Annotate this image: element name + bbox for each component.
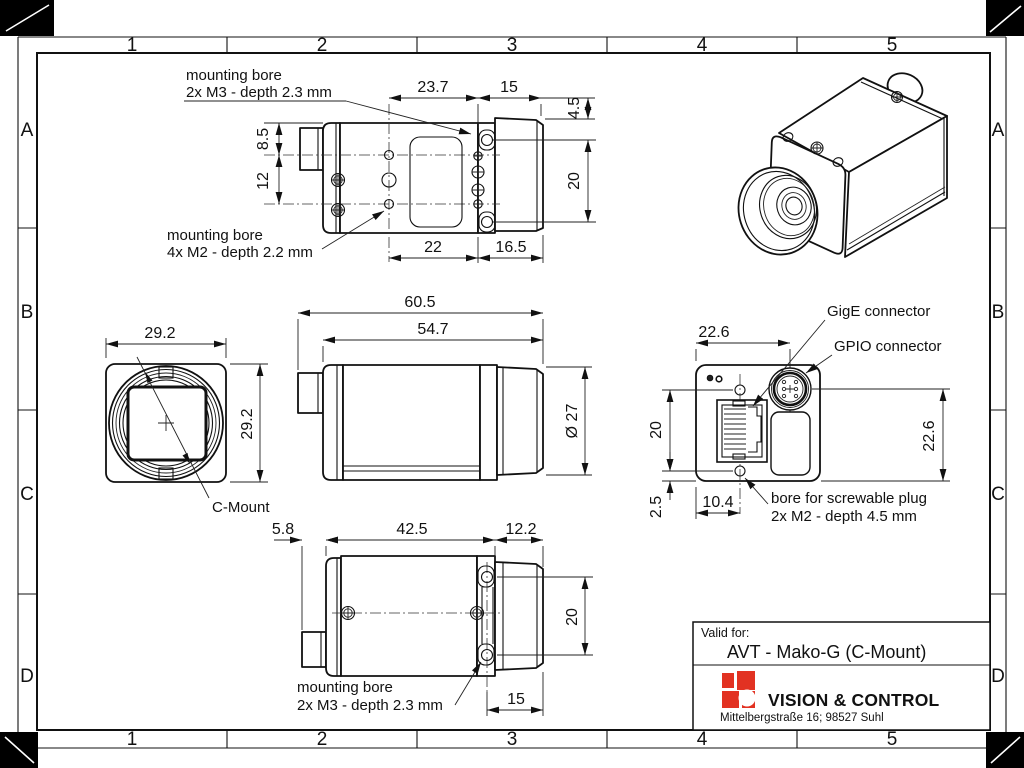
label-gpio: GPIO connector bbox=[834, 338, 942, 355]
label-gige: GigE connector bbox=[827, 303, 930, 320]
dim-top-edge: 8.5 bbox=[255, 128, 272, 150]
dim-bottom-lens: 12.2 bbox=[505, 521, 536, 538]
dim-back-gpio-x: 22.6 bbox=[698, 324, 729, 341]
col-label-bottom-4: 4 bbox=[697, 729, 708, 750]
row-label-right-a: A bbox=[992, 120, 1005, 141]
dim-top-mid: 12 bbox=[255, 172, 272, 190]
label-m3-line1: mounting bore bbox=[186, 67, 282, 84]
dim-back-bore-x: 10.4 bbox=[702, 494, 733, 511]
side-body bbox=[342, 364, 481, 481]
plate-screws bbox=[330, 172, 346, 218]
status-led-2 bbox=[715, 375, 723, 383]
bottom-screws bbox=[340, 605, 485, 621]
iso-side-face bbox=[844, 115, 948, 258]
side-view: 60.5 54.7 Ø 27 bbox=[297, 294, 592, 481]
bottom-view: 5.8 42.5 12.2 20 15 mounting bore 2x M3 … bbox=[272, 521, 593, 716]
dim-bottom-bores: 20 bbox=[564, 608, 581, 626]
back-screws bbox=[471, 151, 485, 209]
isometric-view bbox=[737, 72, 948, 258]
lens-thread-rings bbox=[108, 365, 224, 481]
dim-top-front: 23.7 bbox=[417, 79, 448, 96]
dim-top-bores: 20 bbox=[566, 172, 583, 190]
top-view: 23.7 15 4.5 20 8.5 12 22 16.5 mounting b… bbox=[167, 67, 596, 263]
label-m3-line2: 2x M3 - depth 2.3 mm bbox=[186, 84, 332, 101]
m3-bore-back bbox=[480, 648, 494, 662]
row-label-right-c: C bbox=[991, 484, 1005, 505]
row-label-left-b: B bbox=[21, 302, 34, 323]
dim-front-height: 29.2 bbox=[239, 408, 256, 439]
iso-lens bbox=[737, 166, 819, 256]
dim-back-bore-edge: 2.5 bbox=[648, 496, 665, 518]
vision-control-logo bbox=[722, 671, 756, 708]
row-label-left-d: D bbox=[20, 666, 34, 687]
title-block: Valid for: AVT - Mako-G (C-Mount) VISION… bbox=[692, 621, 991, 731]
col-label-bottom-3: 3 bbox=[507, 729, 518, 750]
dim-back-gpio-y: 22.6 bbox=[921, 420, 938, 451]
col-label-top-2: 2 bbox=[317, 35, 328, 56]
col-label-top-5: 5 bbox=[887, 35, 898, 56]
front-view: 29.2 29.2 C-Mount bbox=[105, 325, 270, 516]
status-led-1 bbox=[706, 374, 714, 382]
top-body bbox=[339, 122, 479, 234]
m3-bore-front bbox=[480, 570, 494, 584]
blank-plate bbox=[770, 411, 811, 476]
bottom-body bbox=[340, 555, 478, 677]
dim-bottom-stub: 5.8 bbox=[272, 521, 294, 538]
row-label-left-a: A bbox=[21, 120, 34, 141]
iso-screws bbox=[810, 90, 904, 155]
label-bottom-m3-line2: 2x M3 - depth 2.3 mm bbox=[297, 697, 443, 714]
col-label-top-4: 4 bbox=[697, 35, 708, 56]
dim-bottom-body: 42.5 bbox=[396, 521, 427, 538]
dim-back-bores: 20 bbox=[648, 421, 665, 439]
top-connector-stub bbox=[299, 127, 324, 171]
row-label-right-b: B bbox=[992, 302, 1005, 323]
bottom-connector-stub bbox=[301, 631, 327, 668]
row-label-right-d: D bbox=[991, 666, 1005, 687]
dim-side-body: 54.7 bbox=[417, 321, 448, 338]
m3-bore-bottom bbox=[480, 215, 494, 229]
plug-bore-bottom bbox=[734, 465, 746, 477]
label-c-mount: C-Mount bbox=[212, 499, 270, 516]
back-view: 22.6 20 2.5 10.4 22.6 GigE connector GPI… bbox=[648, 303, 950, 525]
m3-bore-top bbox=[480, 133, 494, 147]
bottom-lens-barrel bbox=[494, 561, 544, 671]
company-address: Mittelbergstraße 16; 98527 Suhl bbox=[720, 712, 884, 724]
company-name: VISION & CONTROL bbox=[768, 690, 940, 710]
label-plug-line1: bore for screwable plug bbox=[771, 490, 927, 507]
label-bottom-m3-line1: mounting bore bbox=[297, 679, 393, 696]
dim-top-bottom-front: 22 bbox=[424, 239, 442, 256]
dim-top-back: 15 bbox=[500, 79, 518, 96]
valid-for-label: Valid for: bbox=[701, 626, 749, 640]
side-lens-barrel bbox=[496, 366, 544, 476]
dim-top-lens: 4.5 bbox=[566, 97, 583, 119]
side-connector-stub bbox=[297, 372, 324, 414]
label-plug-line2: 2x M2 - depth 4.5 mm bbox=[771, 508, 917, 525]
dim-bottom-back: 15 bbox=[507, 691, 525, 708]
dim-lens-diameter: Ø 27 bbox=[564, 404, 581, 439]
product-name: AVT - Mako-G (C-Mount) bbox=[727, 642, 926, 662]
col-label-top-1: 1 bbox=[127, 35, 138, 56]
gige-rj45-connector bbox=[716, 399, 768, 463]
col-label-bottom-5: 5 bbox=[887, 729, 898, 750]
col-label-top-3: 3 bbox=[507, 35, 518, 56]
dim-top-bottom-back: 16.5 bbox=[495, 239, 526, 256]
sensor-aperture bbox=[126, 385, 208, 462]
plug-bore-top bbox=[734, 384, 746, 396]
dim-front-width: 29.2 bbox=[144, 325, 175, 342]
label-m2-line2: 4x M2 - depth 2.2 mm bbox=[167, 244, 313, 261]
gpio-connector bbox=[768, 367, 812, 411]
label-m2-line1: mounting bore bbox=[167, 227, 263, 244]
dim-side-total: 60.5 bbox=[404, 294, 435, 311]
top-cutout bbox=[409, 136, 463, 228]
col-label-bottom-2: 2 bbox=[317, 729, 328, 750]
col-label-bottom-1: 1 bbox=[127, 729, 138, 750]
top-lens-barrel bbox=[494, 117, 544, 232]
row-label-left-c: C bbox=[20, 484, 34, 505]
m2-bores bbox=[381, 149, 397, 210]
